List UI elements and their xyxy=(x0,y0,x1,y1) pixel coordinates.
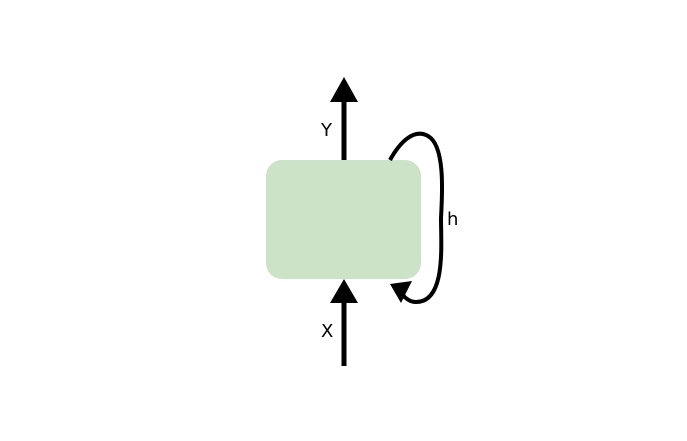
output-label: Y xyxy=(320,120,333,141)
rnn-cell xyxy=(266,160,421,279)
hidden-state-label: h xyxy=(447,209,458,230)
input-arrow xyxy=(330,279,358,366)
recurrent-loop-arrow xyxy=(388,131,445,305)
input-label: X xyxy=(321,321,333,342)
output-arrow xyxy=(330,77,358,160)
